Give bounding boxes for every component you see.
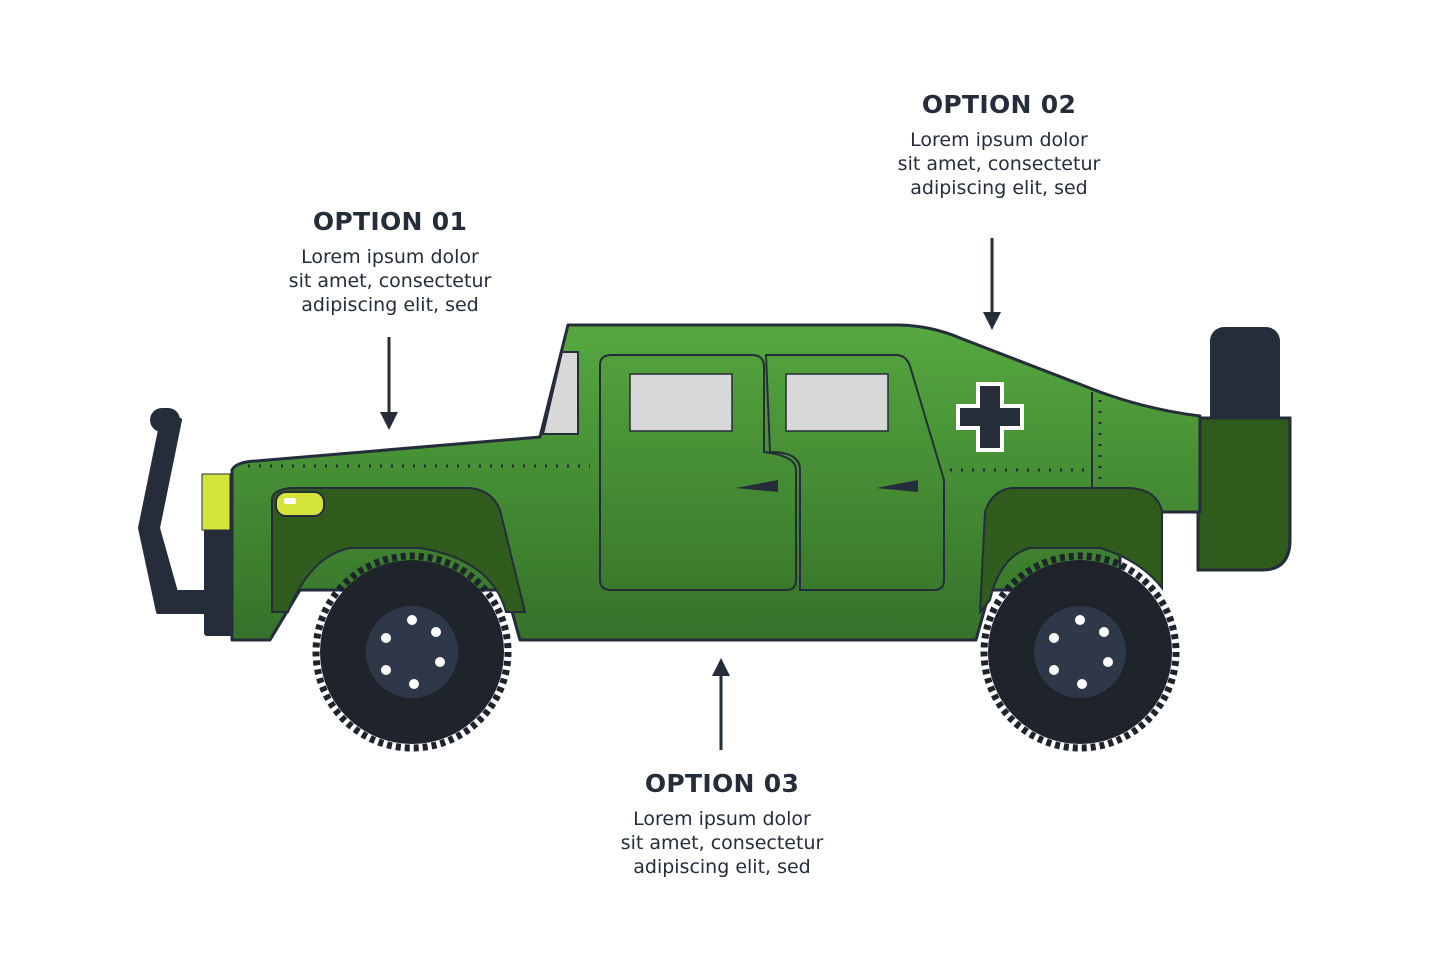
rear-door — [764, 354, 945, 591]
rear-wheel-bolts — [1049, 615, 1113, 689]
callout-option-01: OPTION 01 Lorem ipsum dolor sit amet, co… — [250, 207, 530, 317]
front-fender — [271, 487, 527, 613]
callout-title: OPTION 01 — [312, 207, 468, 236]
callout-title: OPTION 02 — [921, 90, 1077, 119]
front-wheel-bolts — [381, 615, 445, 689]
callout-text-line: sit amet, consectetur — [620, 832, 824, 854]
callout-title: OPTION 03 — [644, 769, 800, 798]
front-door — [599, 354, 797, 591]
rear-fender — [978, 487, 1163, 615]
callout-option-02: OPTION 02 Lorem ipsum dolor sit amet, co… — [859, 90, 1139, 200]
callout-text-line: Lorem ipsum dolor — [301, 246, 479, 268]
headlight — [201, 473, 325, 531]
callout-text-line: adipiscing elit, sed — [910, 177, 1088, 199]
callout-text-line: adipiscing elit, sed — [633, 856, 811, 878]
front-wheel — [312, 552, 512, 752]
medical-cross-icon — [956, 382, 1024, 452]
callout-text-line: Lorem ipsum dolor — [910, 129, 1088, 151]
rear-spare-housing — [1196, 327, 1292, 572]
rear-wheel — [980, 552, 1180, 752]
arrow-up-icon — [712, 658, 730, 750]
arrow-down-icon — [983, 238, 1001, 330]
callout-text-line: adipiscing elit, sed — [301, 294, 479, 316]
arrow-down-icon — [380, 337, 398, 430]
callout-text-line: sit amet, consectetur — [897, 153, 1101, 175]
front-brush-guard — [138, 408, 234, 636]
callout-text-line: Lorem ipsum dolor — [633, 808, 811, 830]
callout-text-line: sit amet, consectetur — [288, 270, 492, 292]
callout-option-03: OPTION 03 Lorem ipsum dolor sit amet, co… — [582, 769, 862, 879]
